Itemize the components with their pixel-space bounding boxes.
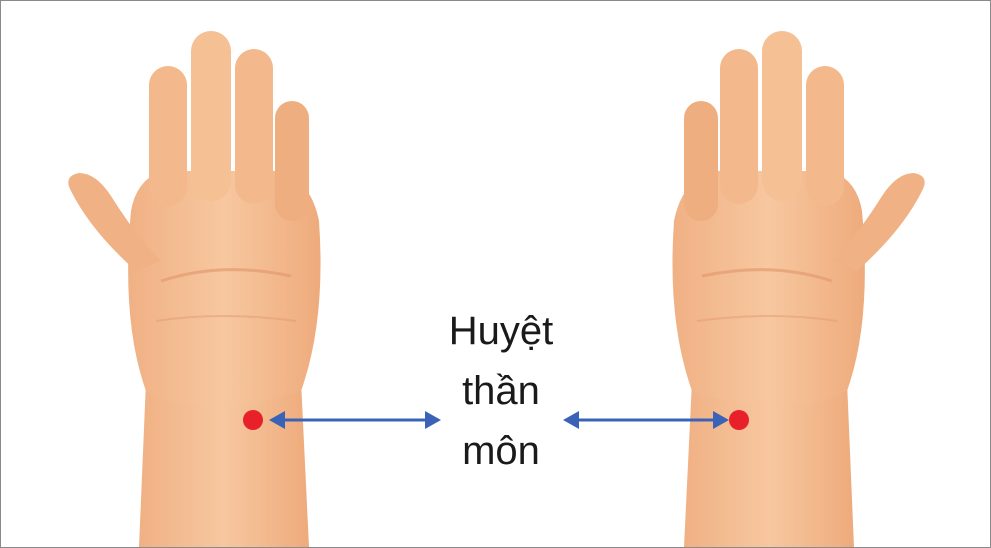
- double-arrow-icon-right: [563, 411, 729, 429]
- label-line-2: thần: [462, 369, 540, 413]
- label-line-3: môn: [462, 429, 540, 473]
- acupoint-marker-left: [243, 410, 263, 430]
- label-line-1: Huyệt: [448, 309, 554, 353]
- right-hand-icon: [672, 31, 925, 547]
- left-hand-icon: [68, 31, 321, 547]
- double-arrow-icon-left: [269, 411, 441, 429]
- acupoint-label: Huyệt thần môn: [421, 301, 581, 481]
- acupoint-marker-right: [729, 410, 749, 430]
